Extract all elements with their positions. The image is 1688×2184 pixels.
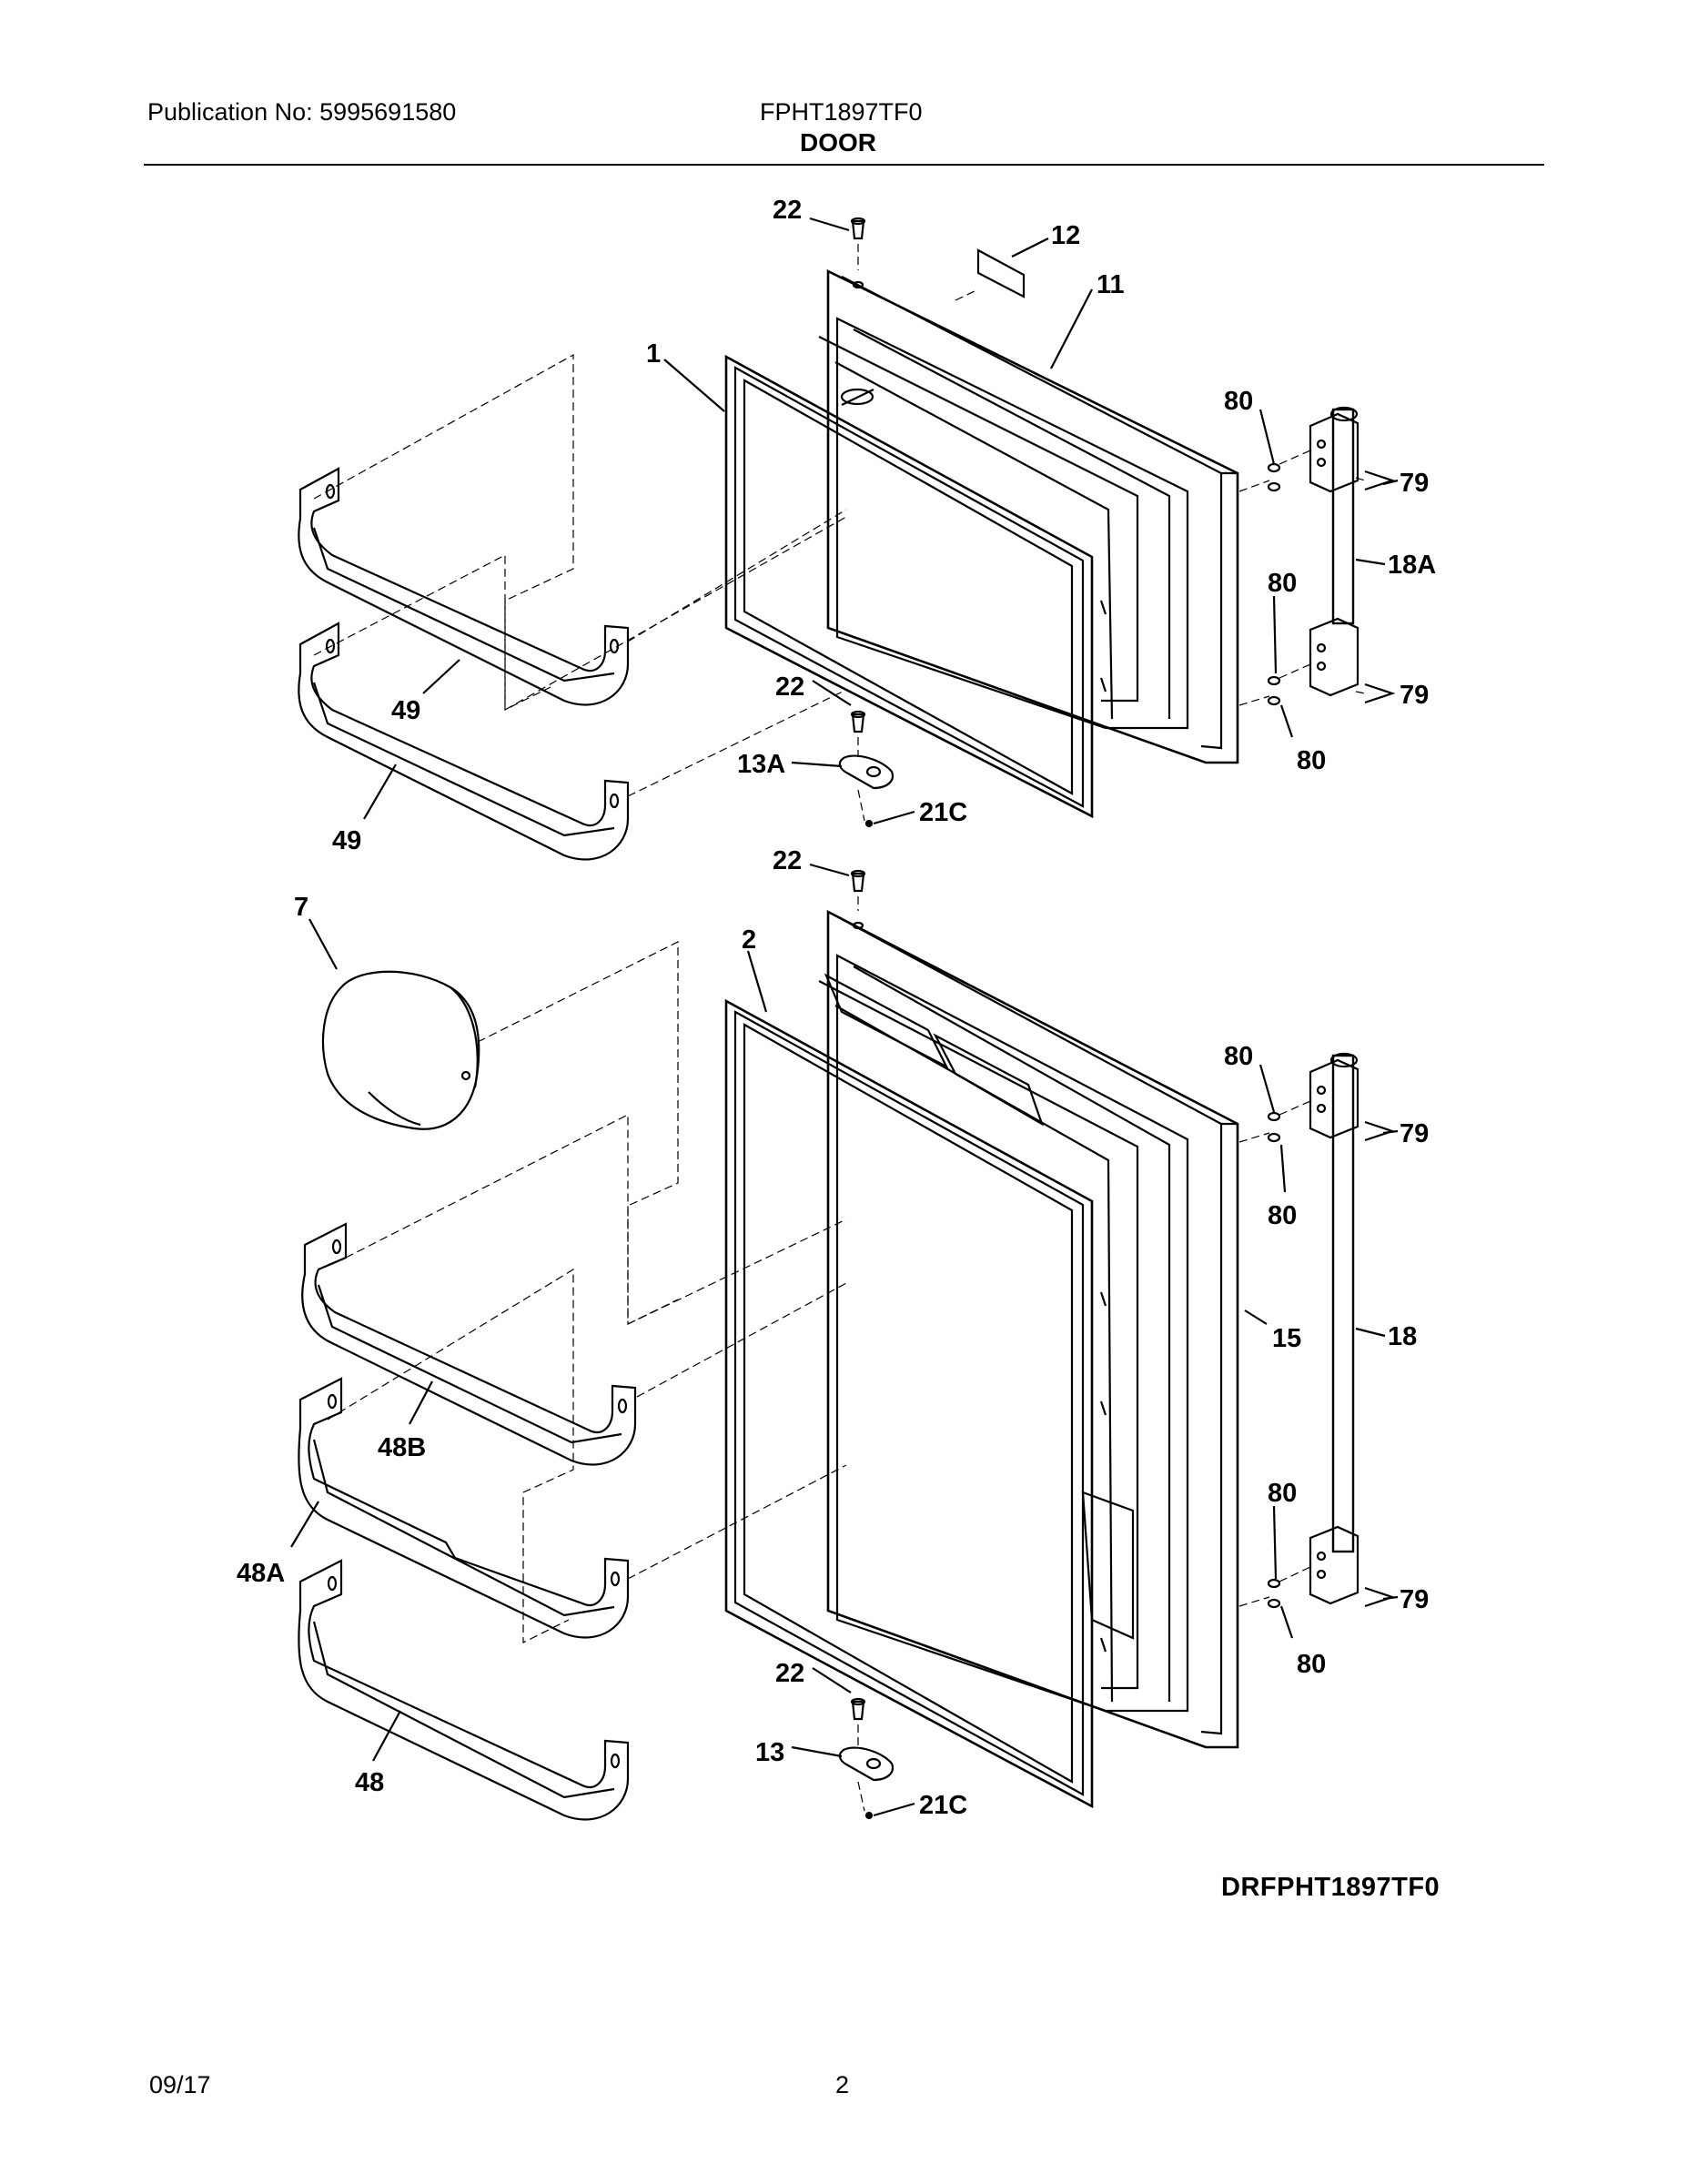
callout-labels: 22 12 11 1 80 79 18A 80 79 80 49 22 13A … xyxy=(237,196,1436,1820)
callout-21c: 21C xyxy=(919,1791,967,1820)
callout-79: 79 xyxy=(1400,1119,1429,1148)
header-rule xyxy=(144,164,1544,166)
label-12 xyxy=(976,248,1026,298)
clip-79 xyxy=(1364,470,1396,1608)
callout-80: 80 xyxy=(1268,1201,1297,1230)
callout-2: 2 xyxy=(742,925,756,955)
publication-number: Publication No: 5995691580 xyxy=(147,98,457,126)
freezer-handle-18a xyxy=(1309,406,1359,697)
fresh-food-handle-18 xyxy=(1309,1052,1359,1605)
fresh-food-door-gasket xyxy=(724,998,1094,1809)
freezer-door-gasket xyxy=(724,354,1094,819)
callout-80: 80 xyxy=(1297,746,1326,775)
callout-80: 80 xyxy=(1224,1042,1253,1071)
callout-11: 11 xyxy=(1097,270,1125,299)
callout-48a: 48A xyxy=(237,1559,285,1588)
callout-22: 22 xyxy=(775,1659,804,1688)
model-number: FPHT1897TF0 xyxy=(760,98,923,126)
callout-leaders xyxy=(290,217,1399,1817)
callout-49: 49 xyxy=(332,826,361,855)
freezer-door-shelf-49-lower xyxy=(298,622,630,861)
door-shelf-48 xyxy=(298,1559,630,1821)
freezer-door-outer xyxy=(818,268,1239,764)
callout-80: 80 xyxy=(1224,387,1253,416)
callout-79: 79 xyxy=(1400,469,1429,498)
door-shelf-48b xyxy=(301,1222,637,1466)
callout-15: 15 xyxy=(1272,1324,1301,1353)
callout-22: 22 xyxy=(775,672,804,702)
dairy-bin-7 xyxy=(321,970,480,1130)
callout-80: 80 xyxy=(1268,1479,1297,1508)
callout-1: 1 xyxy=(646,339,661,369)
callout-7: 7 xyxy=(294,893,308,922)
hinge-plate-13a xyxy=(838,754,895,790)
callout-13a: 13A xyxy=(737,750,785,779)
callout-80: 80 xyxy=(1268,569,1297,598)
drawing-id: DRFPHT1897TF0 xyxy=(1221,1873,1440,1902)
callout-21c: 21C xyxy=(919,798,967,827)
screw-21c xyxy=(864,819,874,1820)
callout-22: 22 xyxy=(773,846,802,875)
callout-80: 80 xyxy=(1297,1650,1326,1679)
callout-18a: 18A xyxy=(1388,551,1436,580)
callout-48b: 48B xyxy=(378,1433,426,1462)
fresh-food-door-outer xyxy=(818,909,1239,1749)
hinge-pin-22 xyxy=(850,217,866,733)
handle-screws-80 xyxy=(1267,462,1281,1609)
freezer-door-shelf-49-upper xyxy=(298,467,630,706)
assembly-guide-lines xyxy=(313,244,1366,1812)
callout-13: 13 xyxy=(755,1738,784,1767)
page-number: 2 xyxy=(835,2071,850,2098)
callout-79: 79 xyxy=(1400,1585,1429,1614)
hinge-plate-13 xyxy=(838,869,895,1782)
callout-18: 18 xyxy=(1388,1322,1417,1351)
callout-48: 48 xyxy=(355,1768,384,1797)
publication-date: 09/17 xyxy=(149,2071,211,2098)
callout-79: 79 xyxy=(1400,681,1429,710)
callout-12: 12 xyxy=(1051,221,1080,250)
section-title: DOOR xyxy=(800,128,876,157)
callout-49: 49 xyxy=(391,696,420,725)
door-shelf-48a xyxy=(298,1377,630,1639)
callout-22: 22 xyxy=(773,196,802,225)
